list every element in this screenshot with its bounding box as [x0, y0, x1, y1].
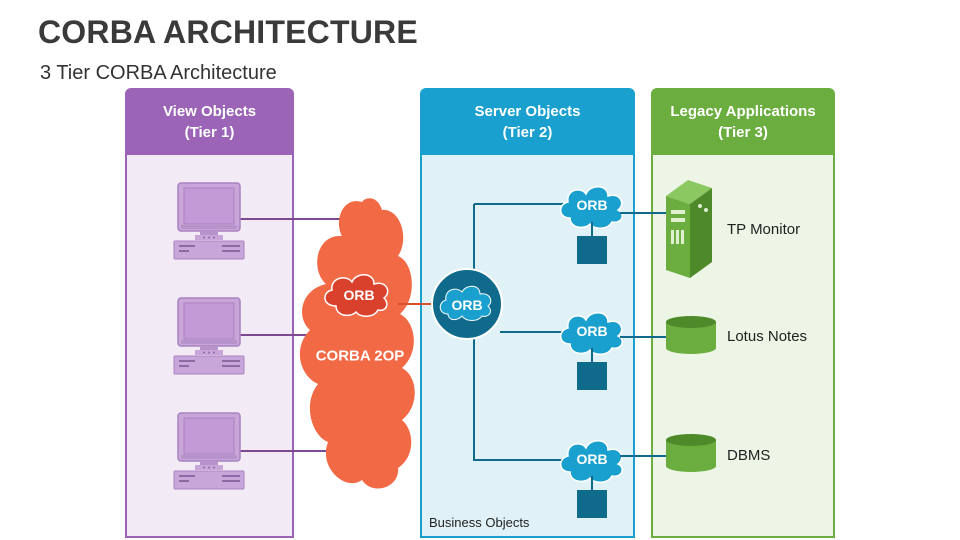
view-objects-header: View Objects (Tier 1) [125, 88, 294, 155]
page-title: CORBA ARCHITECTURE [38, 14, 418, 50]
view-objects-title: View Objects [162, 102, 257, 120]
server-orb-label: ORB [576, 451, 608, 467]
dbms-label: DBMS [727, 447, 771, 464]
database-icon [666, 316, 716, 354]
legacy-applications-title: Legacy Applications [670, 102, 816, 120]
corba-2op-label: CORBA 2OP [315, 347, 405, 365]
lotus-notes-label: Lotus Notes [727, 328, 808, 345]
legacy-applications-header: Legacy Applications (Tier 3) [651, 88, 835, 155]
server-orb-label: ORB [576, 323, 608, 339]
server-objects-tier: (Tier 2) [502, 123, 553, 141]
corba-orb-label: ORB [343, 287, 375, 303]
page-subtitle: 3 Tier CORBA Architecture [40, 62, 277, 84]
server-tower-icon [666, 180, 712, 278]
corba-cloud-icon [299, 198, 415, 489]
business-objects-label: Business Objects [429, 515, 530, 530]
central-orb-label: ORB [451, 297, 483, 313]
server-object-square [577, 490, 607, 518]
server-object-square [577, 236, 607, 264]
database-icon [666, 434, 716, 472]
view-objects-tier: (Tier 1) [184, 123, 235, 141]
computer-icon [173, 412, 245, 490]
server-objects-header: Server Objects (Tier 2) [420, 88, 635, 155]
server-object-square [577, 362, 607, 390]
legacy-applications-tier: (Tier 3) [718, 123, 768, 141]
corba-orb-icon [324, 274, 389, 317]
server-orb-label: ORB [576, 197, 608, 213]
tp-monitor-label: TP Monitor [727, 221, 801, 238]
server-objects-title: Server Objects [474, 102, 581, 120]
computer-icon [173, 297, 245, 375]
computer-icon [173, 182, 245, 260]
